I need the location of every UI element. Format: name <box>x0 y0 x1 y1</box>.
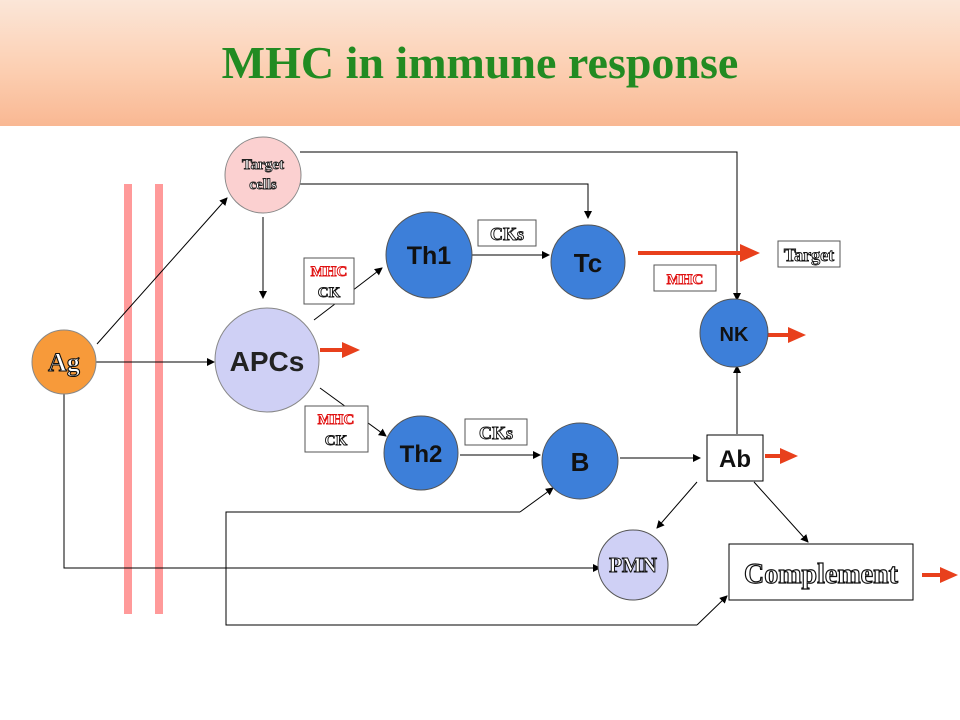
arrow-loop-complement <box>696 595 728 626</box>
apcs-node <box>214 307 320 413</box>
mhc-ck-bottom-ck: CK <box>325 433 348 449</box>
tc-label: Tc <box>574 248 602 278</box>
cks-bottom-label: CKs <box>479 423 513 443</box>
complement-box <box>728 543 914 601</box>
ab-box <box>706 434 764 482</box>
mhc-ck-bottom-mhc: MHC <box>318 412 355 428</box>
th1-label: Th1 <box>407 242 452 270</box>
th1-node <box>385 211 473 299</box>
arrow-target-cells-nk <box>300 151 741 301</box>
title-band <box>0 0 960 126</box>
ag-label: Ag <box>48 348 80 377</box>
mhc-ck-box-top <box>303 257 355 305</box>
th2-label: Th2 <box>400 441 443 468</box>
ab-label: Ab <box>719 446 751 473</box>
effector-arrow-ab <box>765 448 798 464</box>
tc-node <box>550 224 626 300</box>
mhc-ck-box-bottom <box>304 405 369 453</box>
effector-arrow-complement <box>922 567 958 583</box>
target-cells-node <box>224 136 302 214</box>
b-node <box>541 422 619 500</box>
target-cells-label-1: Target <box>242 157 284 173</box>
mhc-ck-top-mhc: MHC <box>311 264 348 280</box>
pmn-label: PMN <box>609 553 657 577</box>
barrier-right <box>155 184 163 614</box>
mhc-tc-box <box>653 264 717 292</box>
page-title: MHC in immune response <box>221 37 739 88</box>
effector-arrow-apcs <box>320 342 360 358</box>
ag-node <box>31 329 97 395</box>
mhc-tc-label: MHC <box>667 272 704 288</box>
b-label: B <box>571 447 590 477</box>
complement-label: Complement <box>744 559 899 590</box>
target-cells-label-2: cells <box>249 177 277 193</box>
arrow-loop-b-up <box>519 487 554 513</box>
effector-arrow-nk <box>766 327 806 343</box>
barrier-left <box>124 184 132 614</box>
nk-label: NK <box>720 324 749 346</box>
mhc-ck-top-ck: CK <box>318 285 341 301</box>
arrow-ag-target-cells <box>96 197 228 345</box>
arrow-ag-pmn <box>63 386 601 572</box>
target-box <box>777 240 841 268</box>
arrow-ab-pmn <box>656 481 698 529</box>
th2-node <box>383 415 459 491</box>
arrow-target-cells-tc <box>300 183 592 219</box>
cks-box-top <box>477 219 537 247</box>
pmn-node <box>597 529 669 601</box>
arrow-loop-b <box>225 511 697 626</box>
cks-top-label: CKs <box>490 224 524 244</box>
cks-box-bottom <box>464 418 528 446</box>
apcs-label: APCs <box>230 346 305 377</box>
target-label: Target <box>784 245 834 265</box>
arrow-ab-complement <box>753 481 809 543</box>
effector-arrow-tc <box>638 244 760 262</box>
effector-arrows <box>320 244 958 583</box>
nk-node <box>699 298 769 368</box>
